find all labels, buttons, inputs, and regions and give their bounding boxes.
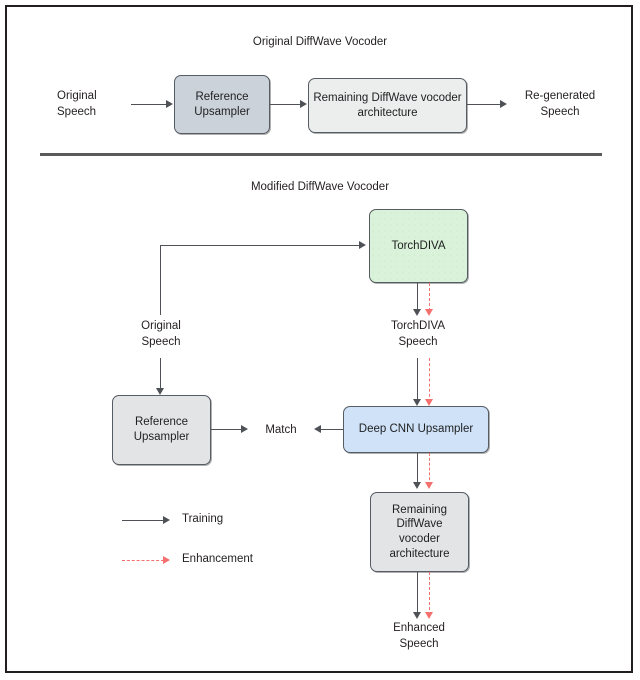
label-regenerated-speech: Re-generated Speech xyxy=(524,90,596,119)
label-torchdiva-speech: TorchDIVA Speech xyxy=(390,320,446,349)
enhancement-arrowhead-speech-to-deepcnn xyxy=(425,399,433,406)
box-remaining-diffwave-original-label: Remaining DiffWave vocoder architecture xyxy=(313,91,462,119)
connector-speech-to-deepcnn xyxy=(417,358,419,402)
connector-origspeech-to-refupsampler xyxy=(160,358,162,391)
enhancement-remaining-to-enhanced xyxy=(429,572,430,615)
box-deep-cnn-upsampler-label: Deep CNN Upsampler xyxy=(358,423,474,436)
connector-refupsampler-to-match xyxy=(211,429,242,431)
enhancement-arrowhead-deepcnn-to-remaining xyxy=(425,482,433,489)
arrowhead-speech-to-deepcnn xyxy=(413,399,421,406)
arrowhead-torchdiva-to-speech xyxy=(413,309,421,316)
section-divider xyxy=(40,153,602,156)
box-torchdiva-label: TorchDIVA xyxy=(391,239,446,252)
connector-origspeech-vertical-up xyxy=(160,245,162,315)
arrowhead-deepcnn-to-match xyxy=(314,425,321,433)
legend-training-line xyxy=(122,520,164,522)
box-reference-upsampler-modified-label: Reference Upsampler xyxy=(133,416,190,443)
connector-torchdiva-to-speech xyxy=(417,283,419,311)
legend-label-training: Training xyxy=(182,513,224,525)
connector-deepcnn-to-match xyxy=(320,429,343,431)
connector-refupsampler-to-remaining xyxy=(270,104,301,106)
enhancement-deepcnn-to-remaining xyxy=(429,453,430,485)
arrowhead-origspeech-to-refupsampler xyxy=(156,388,164,395)
connector-deepcnn-to-remaining xyxy=(417,453,419,485)
box-remaining-diffwave-modified-label: Remaining DiffWave vocoder architecture xyxy=(389,503,450,560)
outer-border xyxy=(5,5,633,673)
arrowhead-remaining-to-output xyxy=(500,100,507,108)
arrowhead-refupsampler-to-match xyxy=(241,425,248,433)
section-title-modified: Modified DiffWave Vocoder xyxy=(250,181,390,193)
box-remaining-diffwave-modified: Remaining DiffWave vocoder architecture xyxy=(370,492,469,572)
enhancement-torchdiva-to-speech xyxy=(429,283,430,311)
label-enhanced-speech: Enhanced Speech xyxy=(393,622,445,651)
arrowhead-remaining-to-enhanced xyxy=(413,612,421,619)
box-reference-upsampler-modified: Reference Upsampler xyxy=(112,395,211,465)
connector-origspeech-to-torchdiva xyxy=(160,245,360,247)
label-original-speech-top: Original Speech xyxy=(57,90,97,119)
label-original-speech-modified: Original Speech xyxy=(141,320,181,349)
connector-remaining-to-output xyxy=(467,104,501,106)
section-title-original: Original DiffWave Vocoder xyxy=(252,36,388,48)
arrowhead-refupsampler-to-remaining xyxy=(300,100,307,108)
legend-training-arrowhead xyxy=(163,516,170,524)
legend-enhancement-arrowhead xyxy=(163,556,170,564)
legend-label-enhancement: Enhancement xyxy=(182,553,253,565)
box-remaining-diffwave-original: Remaining DiffWave vocoder architecture xyxy=(308,78,467,133)
box-deep-cnn-upsampler: Deep CNN Upsampler xyxy=(343,406,489,453)
box-torchdiva: TorchDIVA xyxy=(369,209,468,283)
legend-enhancement-line xyxy=(122,560,164,561)
connector-input-to-refupsampler xyxy=(131,104,167,106)
box-reference-upsampler-original-label: Reference Upsampler xyxy=(194,90,250,118)
enhancement-speech-to-deepcnn xyxy=(429,358,430,402)
connector-remaining-to-enhanced xyxy=(417,572,419,615)
enhancement-arrowhead-torchdiva-to-speech xyxy=(425,309,433,316)
arrowhead-origspeech-to-torchdiva xyxy=(359,241,366,249)
arrowhead-deepcnn-to-remaining xyxy=(413,482,421,489)
enhancement-arrowhead-remaining-to-enhanced xyxy=(425,612,433,619)
arrowhead-input-to-refupsampler xyxy=(166,100,173,108)
box-reference-upsampler-original: Reference Upsampler xyxy=(174,75,270,134)
label-match: Match xyxy=(265,424,297,436)
